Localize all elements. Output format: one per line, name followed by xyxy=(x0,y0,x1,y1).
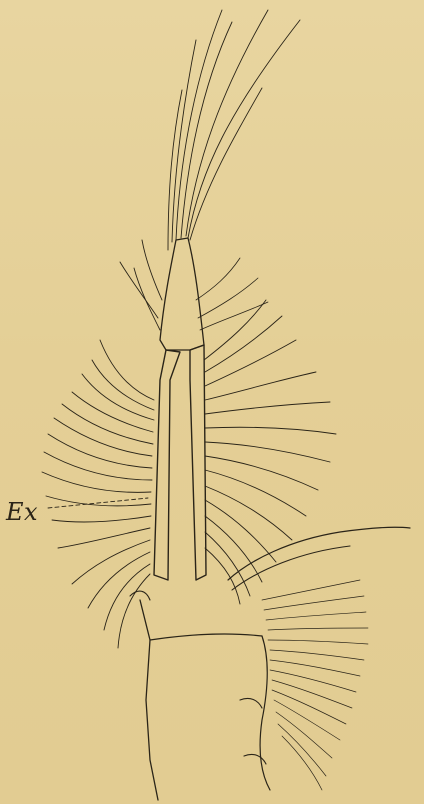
protopod-lower xyxy=(260,636,270,790)
endopod-lobe xyxy=(228,527,410,580)
ex-leader-line xyxy=(48,498,148,508)
left-setae xyxy=(42,340,154,648)
terminal-setae xyxy=(168,10,300,250)
distal-hairs xyxy=(196,258,268,330)
exopod-shaft xyxy=(154,350,180,580)
protopod xyxy=(140,600,158,800)
protopod-joint xyxy=(150,634,262,640)
protopod-notch2 xyxy=(244,754,266,764)
distal-segment xyxy=(160,238,204,350)
dense-setae xyxy=(262,580,368,790)
right-setae xyxy=(204,300,336,604)
label-ex: Ex xyxy=(6,498,38,526)
exopod-shaft-right xyxy=(190,345,206,580)
upper-left-setae xyxy=(120,240,162,330)
endopod-lobe-inner xyxy=(232,546,350,590)
protopod-notch xyxy=(240,698,262,708)
